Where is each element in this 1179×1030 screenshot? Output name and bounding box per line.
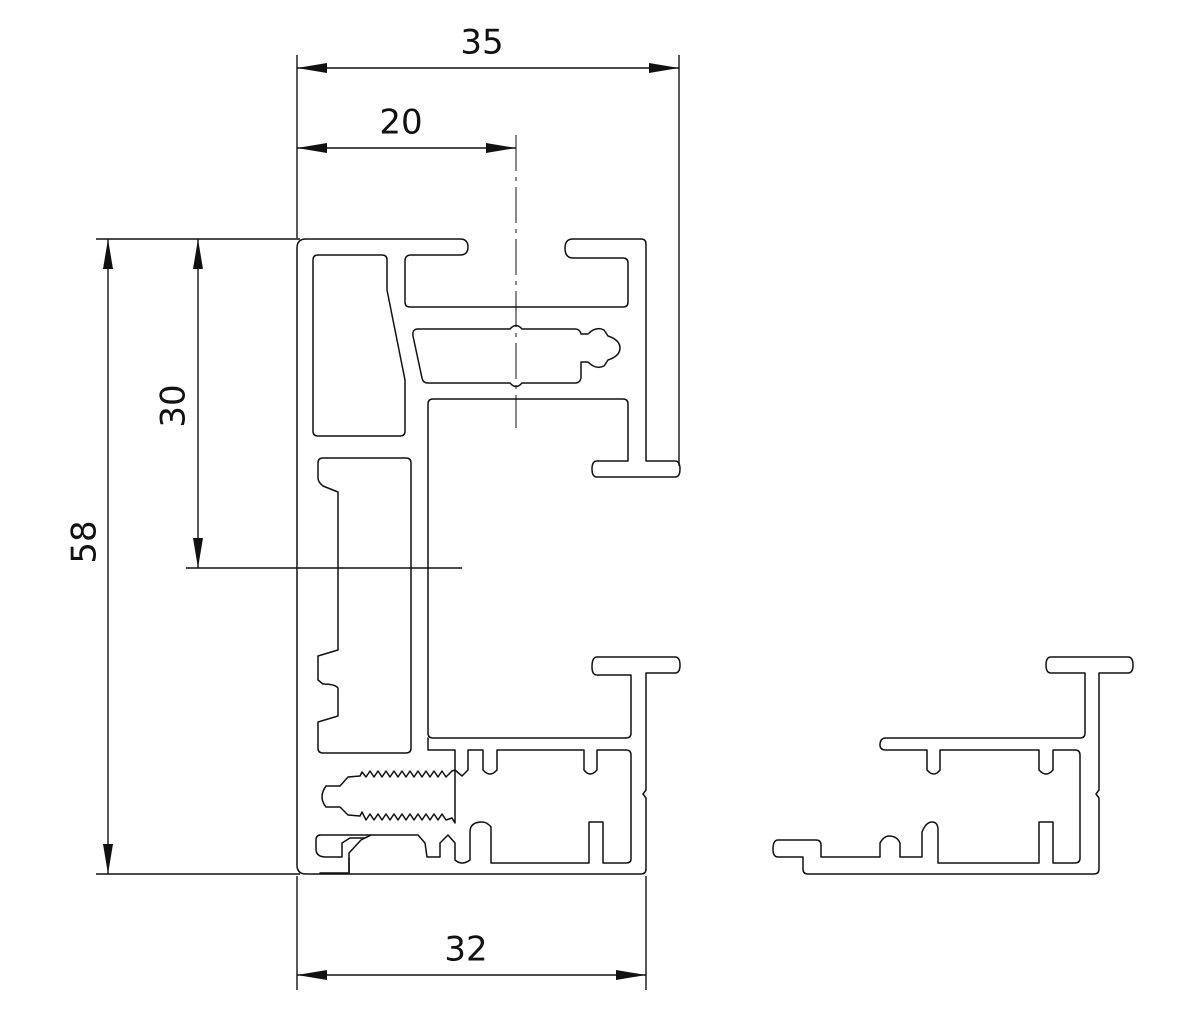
dimension-left-center: 30 — [154, 239, 203, 568]
dimension-label-32: 32 — [444, 930, 487, 970]
dimension-top-overall: 35 — [297, 23, 679, 73]
dimension-label-30: 30 — [154, 384, 194, 427]
dimension-label-35: 35 — [460, 23, 503, 63]
dimension-bottom-width: 32 — [297, 930, 646, 980]
main-profile — [296, 238, 681, 875]
dimension-label-58: 58 — [65, 520, 105, 563]
extension-lines — [96, 55, 680, 990]
dimension-left-overall: 58 — [65, 239, 113, 874]
secondary-profile — [772, 656, 1134, 875]
dimension-top-center: 20 — [297, 103, 516, 153]
dimension-label-20: 20 — [379, 103, 422, 143]
